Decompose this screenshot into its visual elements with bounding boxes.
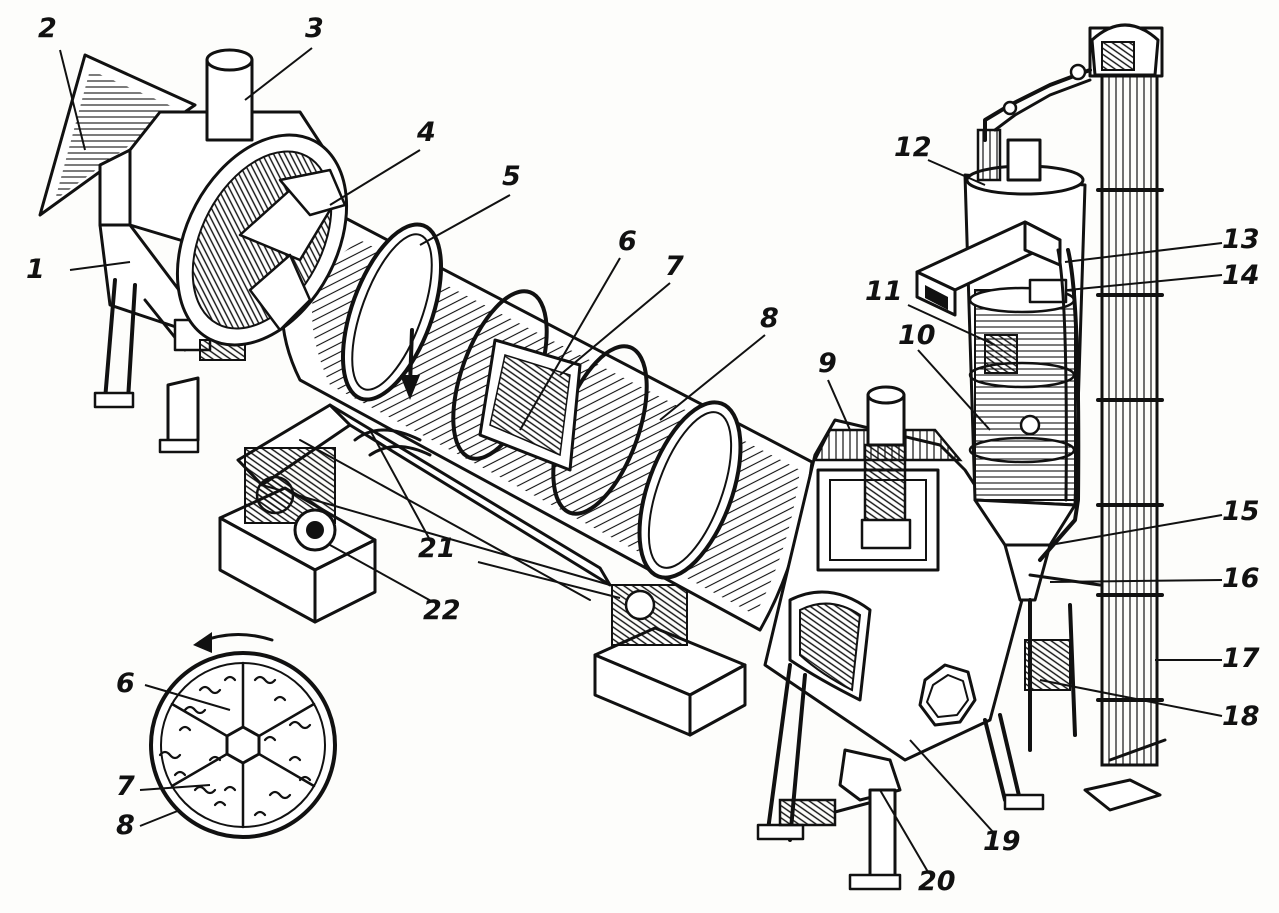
callout-15: 15 [1222, 496, 1260, 527]
inset-callout-6: 6 [116, 668, 135, 699]
callout-13: 13 [1222, 224, 1260, 255]
rotary-drum [175, 133, 814, 632]
inset-callout-7: 7 [116, 771, 135, 802]
callout-21: 21 [418, 533, 456, 564]
callout-3: 3 [305, 13, 324, 44]
callout-7: 7 [665, 251, 684, 282]
callout-5: 5 [502, 161, 521, 192]
outlet-legs [756, 663, 1045, 891]
front-support-block [593, 584, 747, 737]
callout-11: 11 [865, 276, 903, 307]
cyclone-filter [915, 128, 1087, 602]
callout-10: 10 [898, 320, 936, 351]
outlet-hood [763, 385, 1032, 762]
callout-19: 19 [983, 826, 1021, 857]
callout-9: 9 [818, 348, 837, 379]
callout-20: 20 [918, 866, 956, 897]
drive-motor-block [218, 447, 377, 624]
callout-2: 2 [38, 13, 57, 44]
inset-callout-8: 8 [116, 810, 135, 841]
callout-4: 4 [417, 117, 436, 148]
callout-17: 17 [1222, 643, 1260, 674]
callout-22: 22 [423, 595, 461, 626]
callout-18: 18 [1222, 701, 1260, 732]
drum-cross-section-inset [149, 632, 337, 839]
callout-8: 8 [760, 303, 779, 334]
callout-16: 16 [1222, 563, 1260, 594]
bucket-elevator [983, 23, 1167, 812]
callout-1: 1 [26, 254, 45, 285]
callout-6: 6 [618, 226, 637, 257]
leader-lines [59, 47, 1223, 873]
callout-12: 12 [894, 132, 932, 163]
callout-14: 14 [1222, 260, 1260, 291]
